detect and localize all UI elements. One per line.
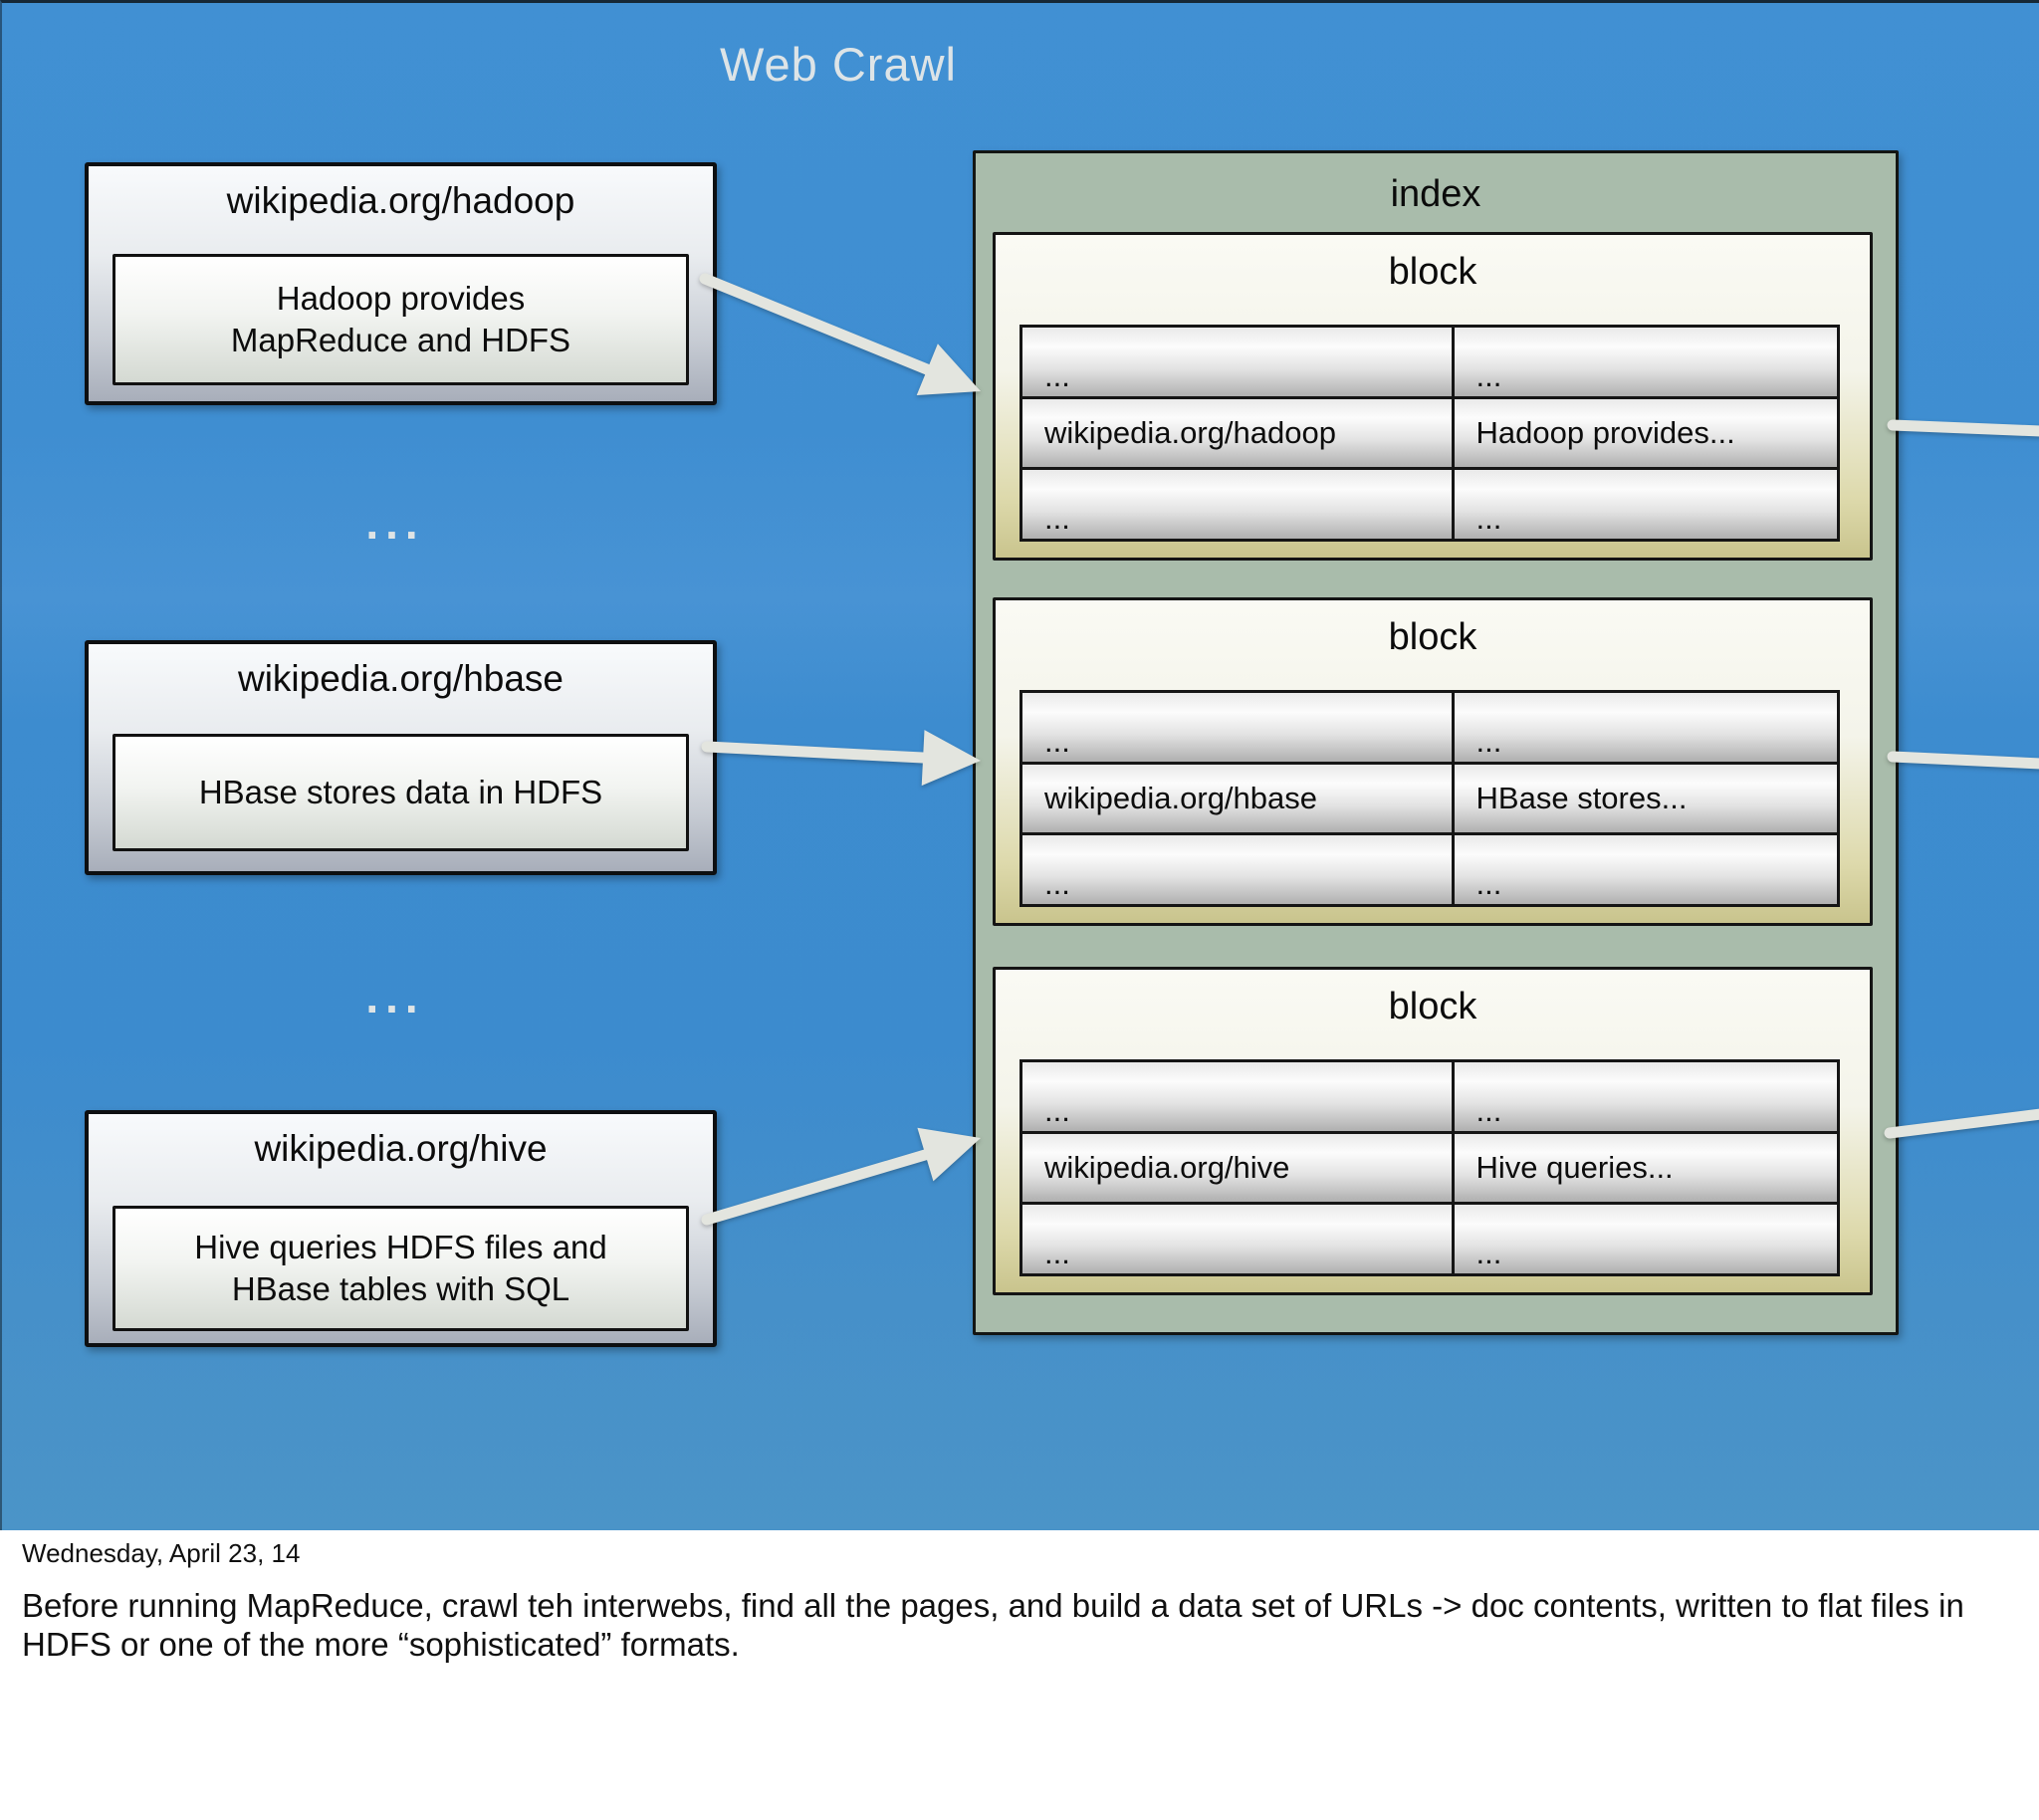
table-row: ... ... — [1022, 693, 1837, 765]
block3-exit-line — [1884, 1108, 2039, 1139]
table-cell: ... — [1454, 693, 1837, 762]
page-url: wikipedia.org/hive — [254, 1128, 548, 1169]
table-row: wikipedia.org/hbase HBase stores... — [1022, 764, 1837, 836]
page-content-box: Hive queries HDFS files and HBase tables… — [113, 1206, 689, 1331]
table-cell: ... — [1454, 1062, 1837, 1131]
block-table: ... ... wikipedia.org/hive Hive queries.… — [1020, 1059, 1840, 1276]
ellipsis: ... — [365, 497, 425, 549]
table-cell-content: HBase stores... — [1454, 764, 1837, 833]
page-content: HBase stores data in HDFS — [198, 773, 603, 810]
table-cell: ... — [1022, 1062, 1455, 1131]
table-row: ... ... — [1022, 835, 1837, 905]
page-content-box: Hadoop provides MapReduce and HDFS — [113, 254, 689, 385]
table-cell: ... — [1454, 835, 1837, 905]
arrow-hbase-to-block-icon — [701, 730, 981, 787]
slide-title: Web Crawl — [720, 38, 957, 91]
index-panel: index block ... ... wikipedia.org/hadoop… — [973, 150, 1899, 1335]
table-row: wikipedia.org/hive Hive queries... — [1022, 1133, 1837, 1206]
arrow-hive-to-block-icon — [701, 1127, 981, 1226]
page-url: wikipedia.org/hadoop — [226, 180, 575, 221]
page-box-hive: wikipedia.org/hive Hive queries HDFS fil… — [85, 1110, 717, 1347]
table-cell-url: wikipedia.org/hbase — [1022, 764, 1455, 833]
block2-exit-line — [1887, 751, 2039, 770]
page-url: wikipedia.org/hbase — [237, 658, 565, 699]
table-cell-content: Hadoop provides... — [1454, 398, 1837, 468]
table-row: ... ... — [1022, 470, 1837, 540]
table-cell: ... — [1022, 470, 1455, 540]
presenter-notes: Wednesday, April 23, 14 Before running M… — [0, 1530, 2039, 1820]
table-cell: ... — [1022, 835, 1455, 905]
ellipsis: ... — [365, 971, 425, 1023]
table-cell-url: wikipedia.org/hive — [1022, 1133, 1455, 1203]
page-box-hadoop: wikipedia.org/hadoop Hadoop provides Map… — [85, 162, 717, 405]
index-block: block ... ... wikipedia.org/hadoop Hadoo… — [993, 232, 1873, 561]
block-title: block — [1388, 616, 1477, 658]
notes-text: Before running MapReduce, crawl teh inte… — [22, 1587, 1964, 1663]
table-row: ... ... — [1022, 1205, 1837, 1274]
arrow-hadoop-to-block-icon — [699, 273, 981, 395]
table-cell: ... — [1022, 328, 1455, 396]
page-content-box: HBase stores data in HDFS — [113, 734, 689, 851]
block-title: block — [1388, 986, 1477, 1027]
block1-exit-line — [1887, 419, 2039, 437]
index-title: index — [1390, 173, 1481, 215]
page-content: Hive queries HDFS files and HBase tables… — [194, 1228, 607, 1307]
table-row: ... ... — [1022, 328, 1837, 399]
table-cell: ... — [1022, 1205, 1455, 1274]
table-cell-content: Hive queries... — [1454, 1133, 1837, 1203]
table-cell: ... — [1454, 470, 1837, 540]
table-cell-url: wikipedia.org/hadoop — [1022, 398, 1455, 468]
table-cell: ... — [1022, 693, 1455, 762]
slide: Web Crawl wikipedia.org/hadoop Hadoop pr… — [0, 0, 2039, 1533]
block-table: ... ... wikipedia.org/hbase HBase stores… — [1020, 690, 1840, 907]
notes-date: Wednesday, April 23, 14 — [22, 1538, 301, 1568]
table-row: wikipedia.org/hadoop Hadoop provides... — [1022, 398, 1837, 471]
page-content: Hadoop provides MapReduce and HDFS — [230, 279, 571, 358]
block-table: ... ... wikipedia.org/hadoop Hadoop prov… — [1020, 325, 1840, 542]
block-title: block — [1388, 251, 1477, 293]
index-block: block ... ... wikipedia.org/hive Hive qu… — [993, 967, 1873, 1295]
table-row: ... ... — [1022, 1062, 1837, 1134]
index-block: block ... ... wikipedia.org/hbase HBase … — [993, 597, 1873, 926]
page-box-hbase: wikipedia.org/hbase HBase stores data in… — [85, 640, 717, 875]
table-cell: ... — [1454, 328, 1837, 396]
table-cell: ... — [1454, 1205, 1837, 1274]
